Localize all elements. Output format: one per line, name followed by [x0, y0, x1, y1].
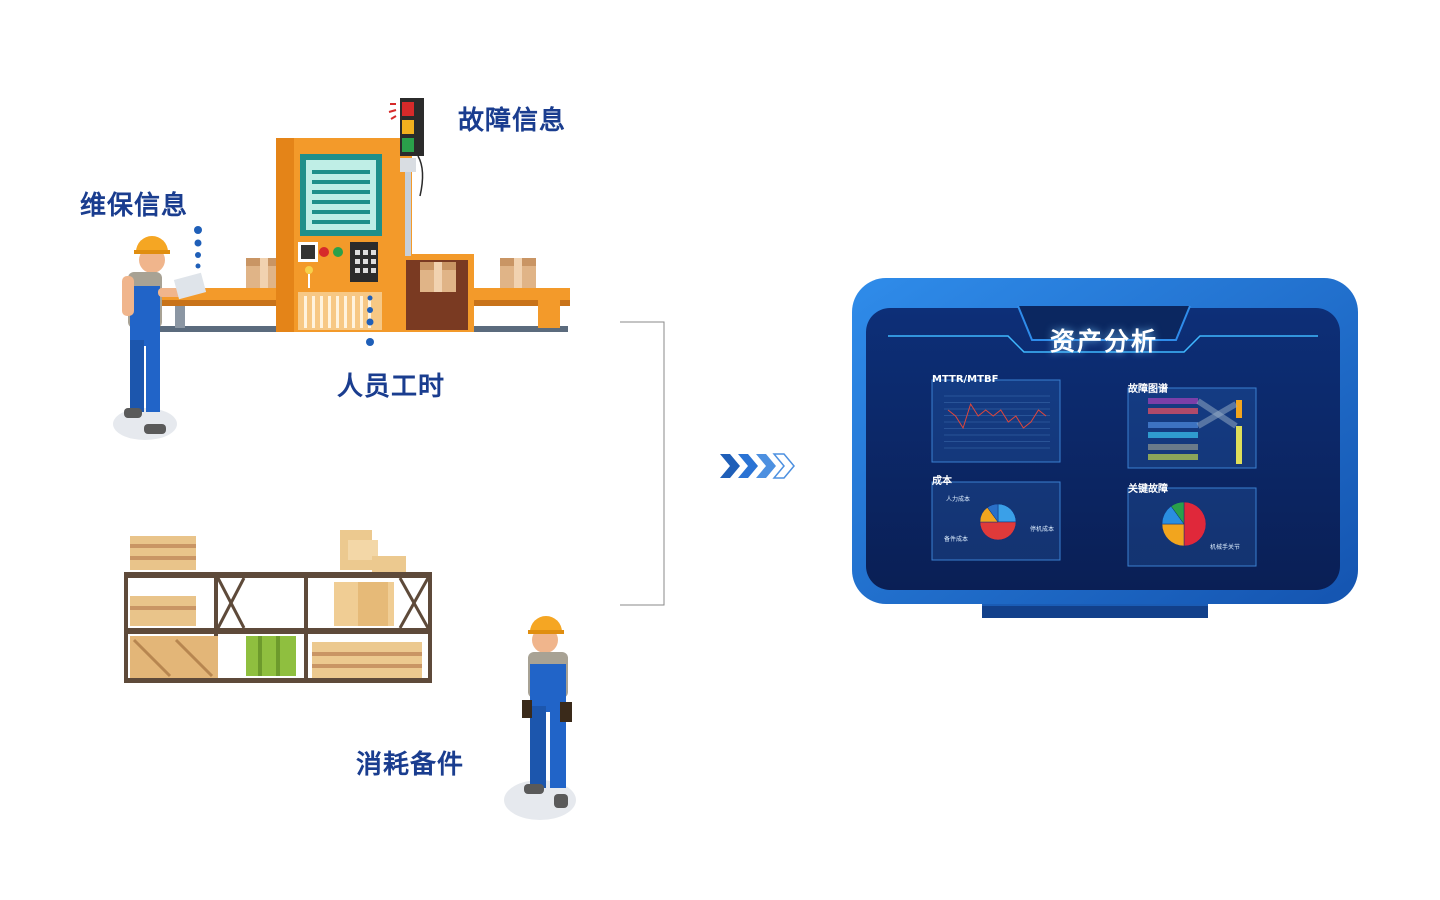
fault-graph-bars — [1148, 398, 1242, 464]
label-maintenance-info: 维保信息 — [80, 191, 189, 221]
fault-pie-slice — [1161, 523, 1185, 547]
cost-label-spare: 备件成本 — [944, 536, 969, 543]
cost-label-labor: 人力成本 — [946, 496, 971, 503]
fault-pie-slice — [1183, 501, 1207, 547]
panel-title-mttr: MTTR/MTBF — [932, 374, 999, 385]
worker-with-tablet — [113, 236, 207, 440]
worker-with-toolbelt — [504, 616, 576, 820]
mttr-series-line — [947, 402, 1047, 430]
key-fault-pie-chart — [1161, 501, 1207, 547]
panel-title-fault-graph: 故障图谱 — [1128, 384, 1168, 395]
key-fault-label: 机械手关节 — [1210, 544, 1241, 551]
cost-pie-slice — [987, 503, 999, 523]
warehouse-shelf — [124, 530, 432, 683]
cost-pie-chart — [979, 503, 1017, 541]
cost-pie-slice — [997, 503, 1017, 523]
dotted-connector-maintenance — [194, 226, 202, 269]
cost-label-downtime: 停机成本 — [1030, 526, 1055, 533]
factory-illustration — [113, 98, 665, 820]
mttr-line-chart — [944, 395, 1050, 449]
machine — [276, 138, 412, 332]
machine-chamber — [400, 254, 474, 332]
panel-title-key-fault: 关键故障 — [1128, 484, 1168, 495]
dashboard-monitor: 资产分析 MTTR/MTBF 故障图谱 成本 关键故障 人力成本 停机成本 备件… — [848, 276, 1360, 626]
dashboard-title: 资产分析 — [1049, 327, 1158, 356]
bracket-connector — [620, 321, 665, 606]
label-labor-hours: 人员工时 — [337, 372, 446, 402]
box-right — [500, 258, 536, 288]
dotted-connector-labor — [366, 295, 374, 346]
label-fault-info: 故障信息 — [458, 106, 567, 136]
signal-light-tower — [388, 98, 424, 256]
panel-title-cost: 成本 — [932, 476, 952, 487]
cost-pie-slice — [979, 521, 1017, 541]
label-consumable-parts: 消耗备件 — [356, 750, 465, 780]
fault-pie-slice — [1170, 501, 1185, 525]
chevron-arrows-icon — [720, 453, 795, 479]
